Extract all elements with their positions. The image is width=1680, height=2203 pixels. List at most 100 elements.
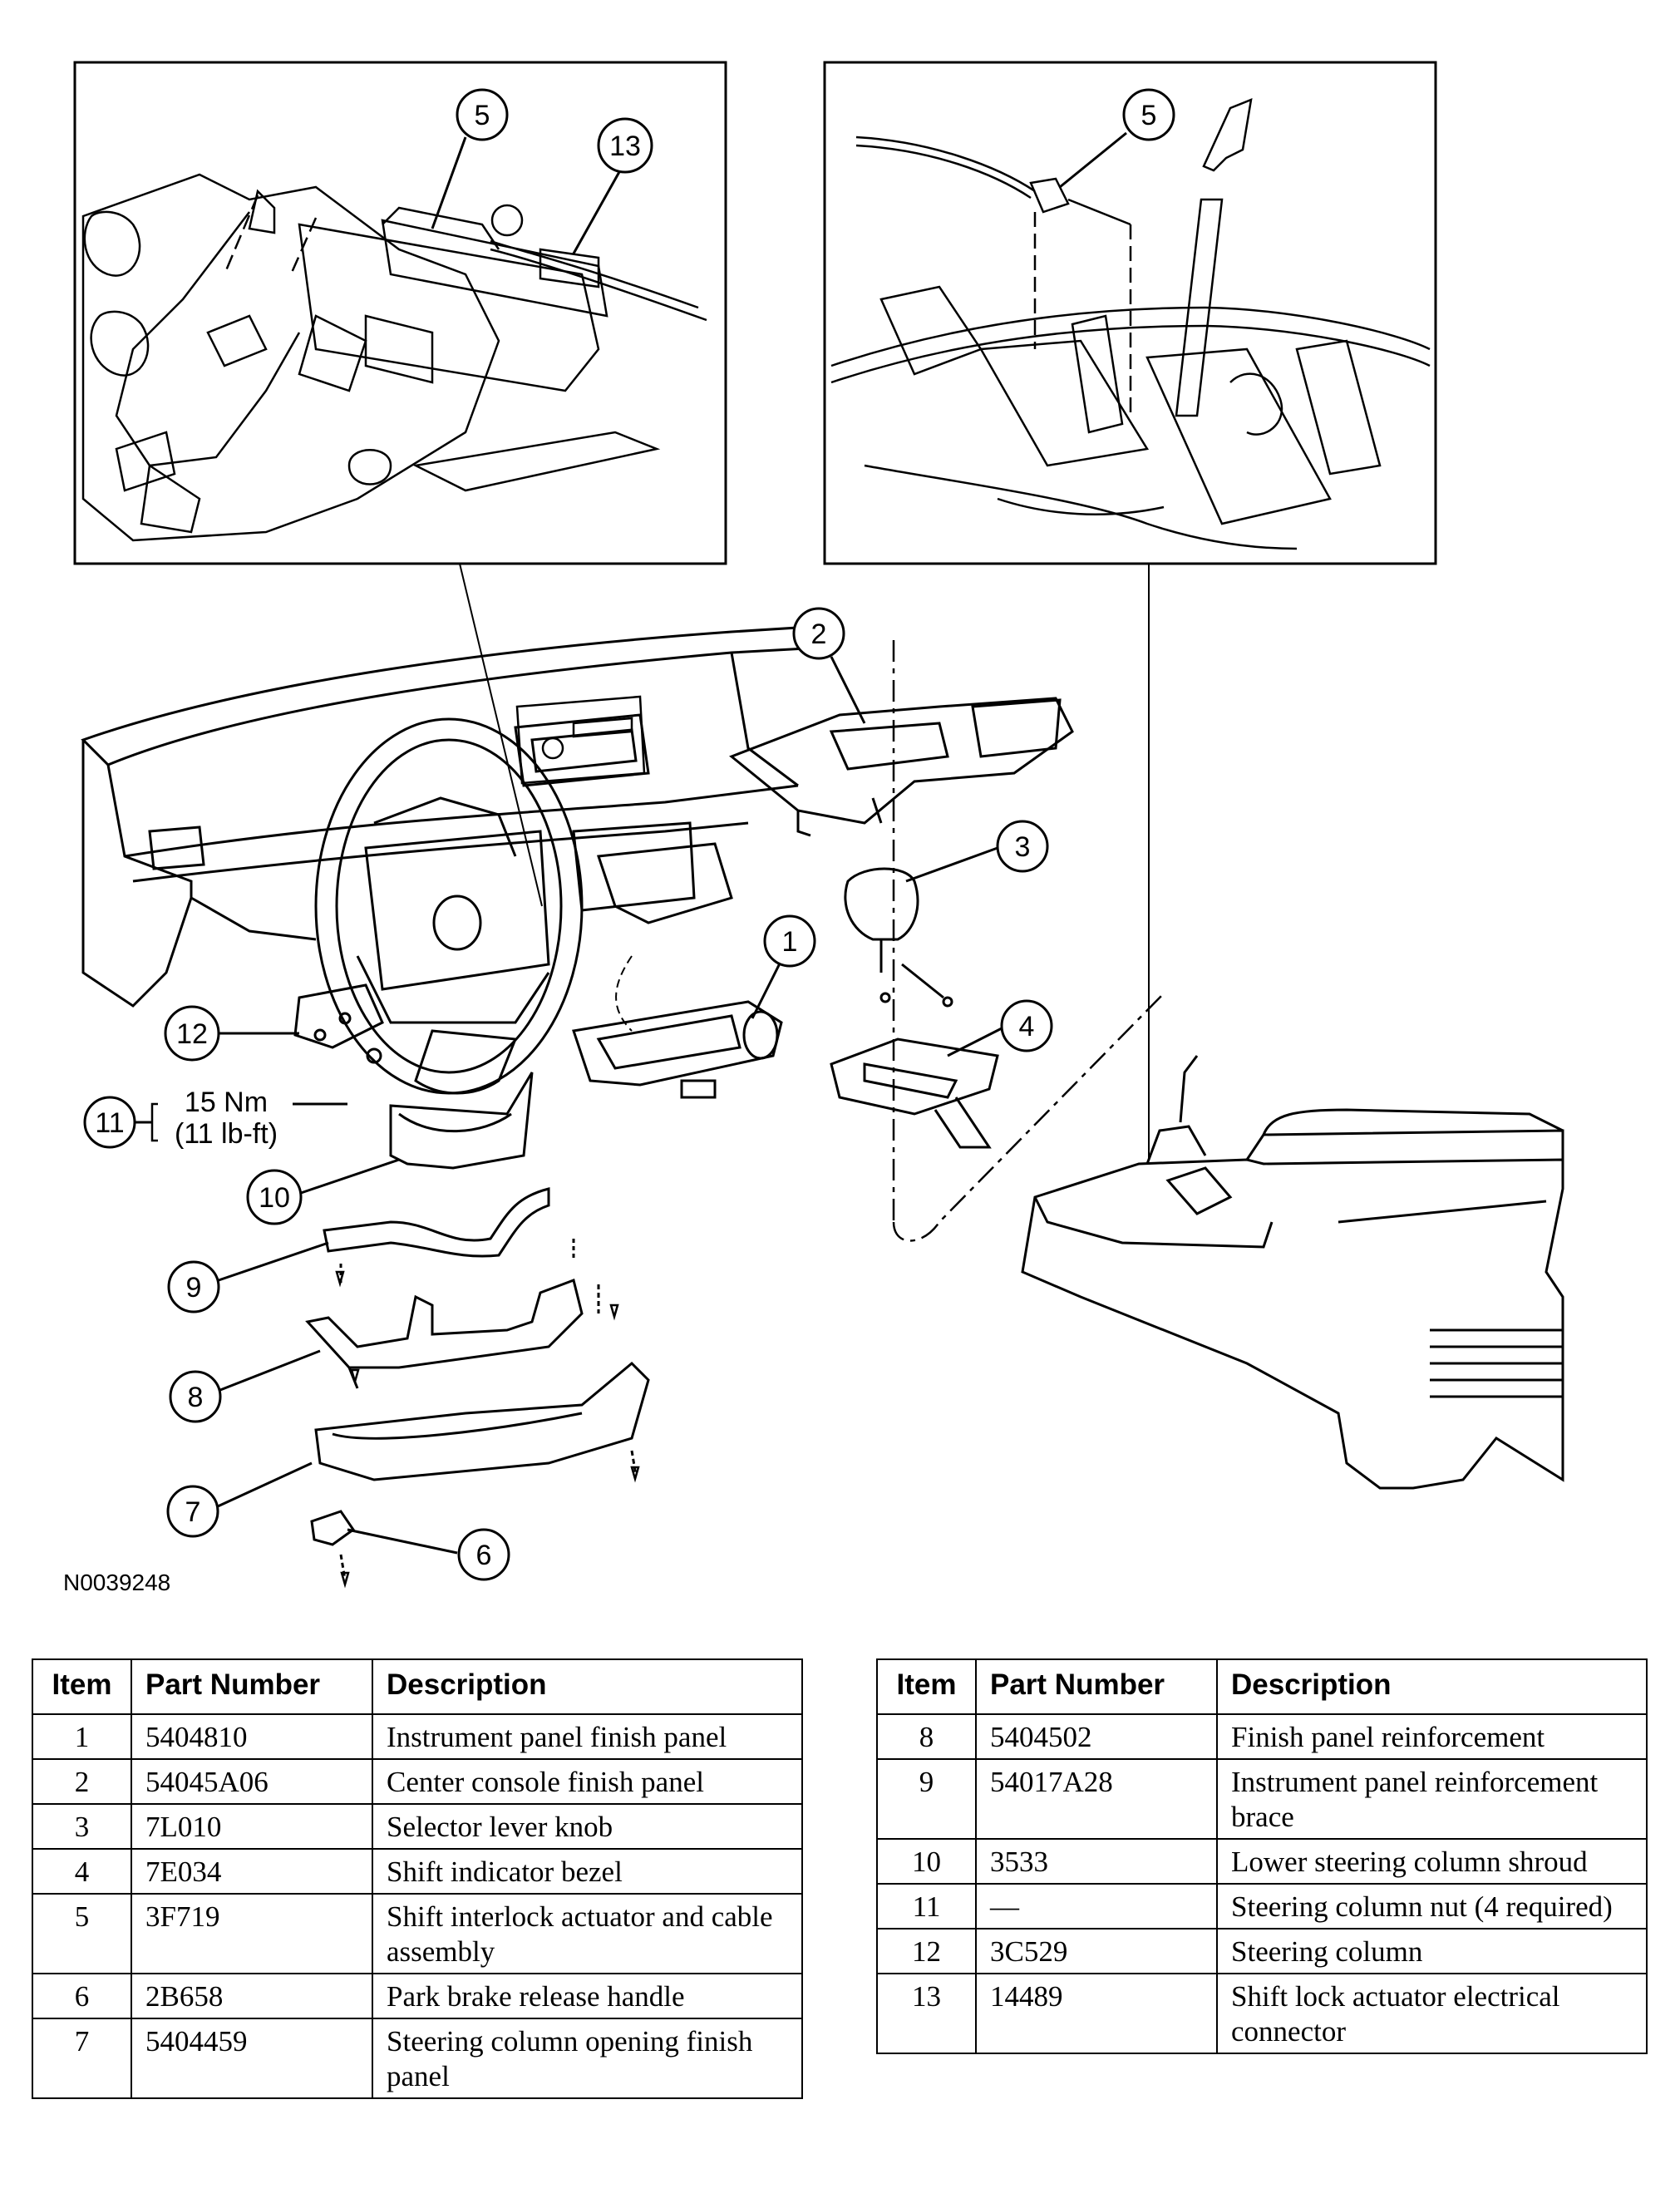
part-6-park-brake-handle-drawing bbox=[310, 1510, 356, 1580]
callout-1-number: 1 bbox=[782, 926, 798, 958]
part-4-shift-indicator-bezel-drawing bbox=[830, 1037, 999, 1149]
cell-item: 1 bbox=[32, 1713, 132, 1760]
cell-item: 11 bbox=[876, 1883, 977, 1929]
center-floor-console-drawing bbox=[1021, 1055, 1564, 1490]
callout-8-circle bbox=[169, 1370, 222, 1423]
header-description: Description bbox=[1216, 1658, 1648, 1715]
callout-11-circle bbox=[83, 1096, 136, 1149]
header-description: Description bbox=[372, 1658, 803, 1715]
callout-12-number: 12 bbox=[176, 1018, 208, 1050]
callout-13-number: 13 bbox=[609, 131, 641, 162]
callout-8-number: 8 bbox=[188, 1382, 204, 1413]
fastener-screws bbox=[335, 1270, 640, 1589]
cell-item: 5 bbox=[32, 1893, 132, 1974]
callout-10-circle bbox=[246, 1169, 303, 1225]
callout-10-number: 10 bbox=[259, 1182, 290, 1214]
torque-bracket bbox=[150, 1102, 158, 1142]
shifter-cable-detail-drawing bbox=[830, 98, 1431, 550]
header-item: Item bbox=[32, 1658, 132, 1715]
header-part-number: Part Number bbox=[975, 1658, 1218, 1715]
table-header-row: Item Part Number Description bbox=[876, 1658, 1648, 1715]
cell-description: Selector lever knob bbox=[372, 1803, 803, 1850]
selector-to-console-line bbox=[892, 993, 1165, 1242]
cell-description: Center console finish panel bbox=[372, 1758, 803, 1805]
part-3-selector-lever-knob-drawing bbox=[844, 867, 953, 1008]
cell-description: Instrument panel reinforcement brace bbox=[1216, 1758, 1648, 1840]
cell-item: 10 bbox=[876, 1838, 977, 1885]
callout-5-right-number: 5 bbox=[1141, 100, 1157, 131]
cell-part-number: 3F719 bbox=[131, 1893, 373, 1974]
cell-part-number: 2B658 bbox=[131, 1973, 373, 2019]
callout-7-number: 7 bbox=[185, 1496, 201, 1528]
steering-column-detail-drawing bbox=[81, 173, 707, 542]
callout-12-circle bbox=[164, 1005, 220, 1062]
callout-4-circle bbox=[1000, 999, 1053, 1052]
callout-13-circle bbox=[597, 117, 653, 174]
cell-part-number: 3C529 bbox=[975, 1928, 1218, 1974]
part-7-opening-panel-drawing bbox=[314, 1361, 650, 1481]
cell-description: Lower steering column shroud bbox=[1216, 1838, 1648, 1885]
callout-11-number: 11 bbox=[95, 1107, 124, 1139]
cell-part-number: 54045A06 bbox=[131, 1758, 373, 1805]
table-row: 11—Steering column nut (4 required) bbox=[876, 1883, 1648, 1929]
cell-item: 13 bbox=[876, 1973, 977, 2054]
callout-9-circle bbox=[167, 1260, 220, 1313]
cell-part-number: 54017A28 bbox=[975, 1758, 1218, 1840]
part-10-lower-shroud-drawing bbox=[366, 1029, 534, 1170]
figure-id: N0039248 bbox=[63, 1570, 171, 1595]
radio-unit-drawing bbox=[515, 695, 646, 785]
part-2-center-console-finish-panel-drawing bbox=[729, 697, 1074, 837]
part-1-instrument-panel-finish-panel-drawing bbox=[572, 955, 783, 1099]
cell-part-number: 5404502 bbox=[975, 1713, 1218, 1760]
cell-part-number: 3533 bbox=[975, 1838, 1218, 1885]
callout-2-circle bbox=[792, 607, 845, 660]
instrument-panel-drawing bbox=[81, 626, 809, 1008]
callout-7-circle bbox=[166, 1485, 219, 1538]
cell-part-number: 5404459 bbox=[131, 2018, 373, 2099]
callout-4-number: 4 bbox=[1019, 1011, 1035, 1042]
cell-item: 6 bbox=[32, 1973, 132, 2019]
callout-3-circle bbox=[996, 820, 1049, 873]
callout-5-left-circle bbox=[456, 88, 509, 141]
callout-6-circle bbox=[457, 1528, 510, 1581]
torque-lbft: (11 lb-ft) bbox=[174, 1118, 278, 1150]
cell-item: 7 bbox=[32, 2018, 132, 2099]
cell-item: 12 bbox=[876, 1928, 977, 1974]
cell-description: Shift indicator bezel bbox=[372, 1848, 803, 1895]
cell-description: Instrument panel finish panel bbox=[372, 1713, 803, 1760]
header-part-number: Part Number bbox=[131, 1658, 373, 1715]
part-12-steering-column-drawing bbox=[293, 983, 384, 1049]
cell-description: Shift lock actuator electrical connector bbox=[1216, 1973, 1648, 2054]
callout-5-left-number: 5 bbox=[475, 100, 490, 131]
torque-spec: 15 Nm (11 lb-ft) bbox=[160, 1087, 293, 1150]
callout-3-number: 3 bbox=[1015, 831, 1031, 863]
cell-part-number: 7L010 bbox=[131, 1803, 373, 1850]
callout-6-number: 6 bbox=[476, 1540, 492, 1571]
callout-5-right-circle bbox=[1122, 88, 1175, 141]
cell-part-number: 14489 bbox=[975, 1973, 1218, 2054]
cell-item: 8 bbox=[876, 1713, 977, 1760]
cell-description: Shift interlock actuator and cable assem… bbox=[372, 1893, 803, 1974]
cell-part-number: 7E034 bbox=[131, 1848, 373, 1895]
callout-9-number: 9 bbox=[186, 1272, 202, 1304]
cell-part-number: 5404810 bbox=[131, 1713, 373, 1760]
detail-inset-steering-column bbox=[73, 61, 727, 565]
callout-2-number: 2 bbox=[811, 619, 827, 650]
cell-item: 4 bbox=[32, 1848, 132, 1895]
cell-description: Steering column bbox=[1216, 1928, 1648, 1974]
detail-inset-shifter bbox=[823, 61, 1437, 565]
callout-1-circle bbox=[763, 914, 816, 968]
